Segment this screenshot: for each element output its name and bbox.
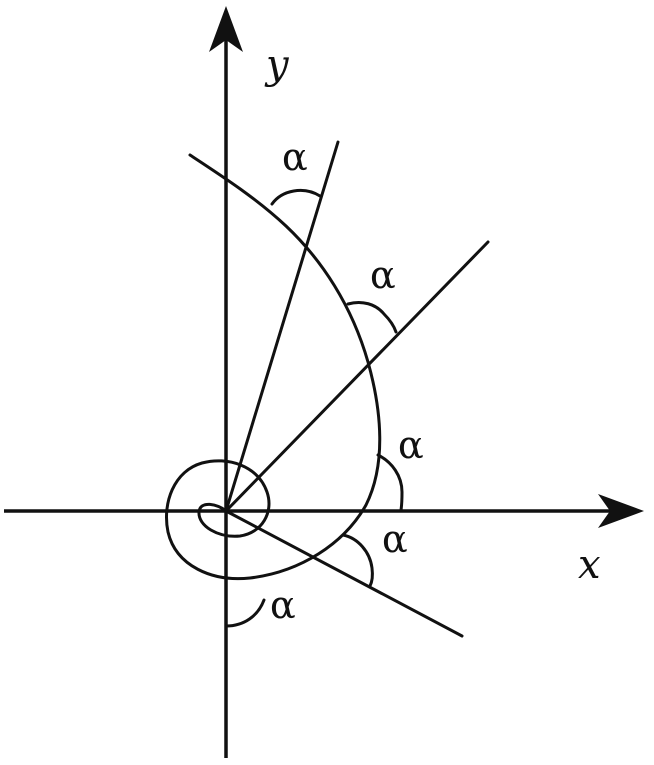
angle-labels: α α α α α [270, 135, 424, 627]
angle-label-alpha-1: α [282, 135, 308, 179]
y-axis-label: y [264, 42, 290, 88]
axes [4, 6, 644, 758]
angle-label-alpha-3: α [398, 423, 424, 467]
angle-label-alpha-5: α [270, 583, 296, 627]
angle-arc-2 [346, 300, 398, 334]
ray-2 [224, 240, 490, 513]
angle-arc-3 [376, 453, 404, 512]
angle-arcs [224, 188, 404, 628]
angle-arc-1 [270, 188, 322, 206]
x-axis-arrowhead [598, 494, 644, 528]
y-axis-arrowhead [209, 6, 243, 52]
radial-rays [224, 140, 490, 638]
angle-arc-5 [224, 598, 266, 628]
angle-label-alpha-2: α [370, 253, 396, 297]
ray-3 [224, 509, 464, 638]
angle-label-alpha-4: α [382, 517, 408, 561]
ray-1 [224, 140, 340, 513]
x-axis-label: x [578, 542, 601, 588]
spiral-curve [165, 153, 382, 581]
angle-arc-4 [341, 533, 374, 588]
